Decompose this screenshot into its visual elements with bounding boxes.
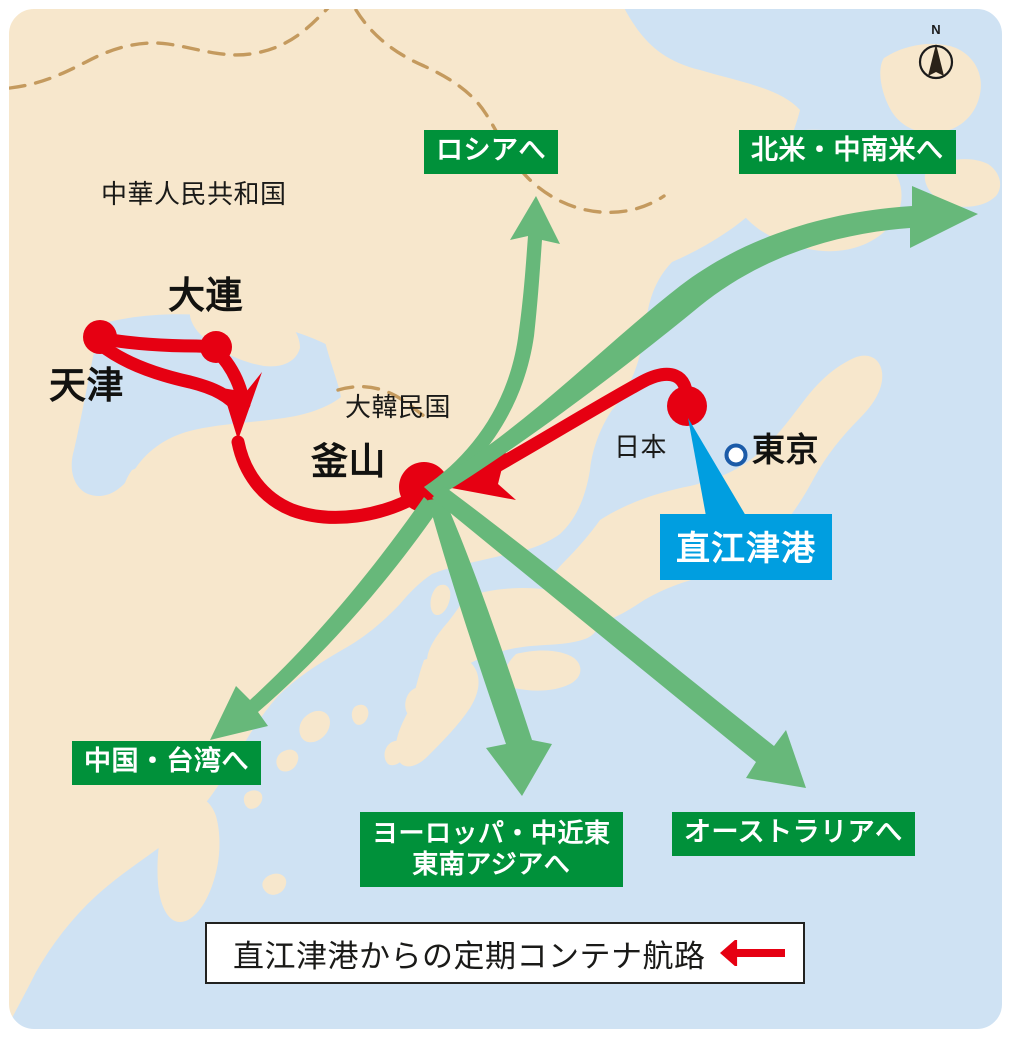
destination-chip-north-america[interactable]: 北米・中南米へ (739, 130, 956, 174)
legend-label: 直江津港からの定期コンテナ航路 (233, 938, 706, 974)
green-arrow-china-taiwan (210, 497, 438, 740)
country-label-japan: 日本 (614, 432, 668, 462)
port-callout-pointer (688, 418, 746, 516)
destination-chip-australia-line1: オーストラリアへ (684, 817, 903, 847)
land-ryukyu-3 (417, 696, 437, 715)
compass-north-icon: N (912, 22, 960, 84)
map-frame (7, 7, 1004, 1031)
route-naoetsu-busan (469, 368, 693, 485)
city-label-dalian: 大連 (168, 275, 243, 316)
country-label-korea: 大韓民国 (345, 392, 452, 422)
city-dot-dalian (200, 331, 232, 363)
land-okinawa-2 (276, 749, 299, 772)
destination-chip-europe-asia-line2: 東南アジアへ (412, 848, 571, 879)
land-amami (351, 704, 369, 725)
country-label-china: 中華人民共和国 (101, 179, 287, 209)
land-tsushima (430, 584, 451, 616)
city-dot-tianjin (83, 320, 117, 354)
arrowhead-red-bohai (222, 372, 262, 440)
green-arrow-russia (424, 196, 560, 494)
legend-arrow-wrap (706, 940, 804, 966)
destination-chip-north-america-line1: 北米・中南米へ (751, 135, 944, 165)
green-arrow-australia (432, 486, 806, 788)
land-sakishima (262, 873, 287, 895)
land-shandong-peninsula (121, 445, 353, 525)
compass-rose-glyph (918, 44, 954, 80)
land-miyako (243, 790, 263, 809)
city-label-busan: 釜山 (311, 441, 386, 482)
legend-red-left-arrow-icon (719, 940, 785, 966)
green-arrow-group (210, 186, 978, 796)
route-busan-west (231, 435, 431, 524)
port-callout-naoetsu-label: 直江津港 (676, 530, 816, 568)
destination-chip-russia-line1: ロシアへ (436, 135, 546, 165)
land-korean-peninsula (317, 188, 442, 528)
city-label-tianjin: 天津 (49, 365, 124, 406)
destination-chip-china-taiwan[interactable]: 中国・台湾へ (72, 741, 261, 785)
city-dot-tokyo (724, 443, 748, 467)
destination-chip-europe-asia[interactable]: ヨーロッパ・中近東 東南アジアへ (360, 812, 623, 888)
land-taiwan (157, 794, 220, 922)
land-sakhalin (880, 43, 981, 134)
destination-chip-europe-asia-line1: ヨーロッパ・中近東 (372, 818, 611, 848)
green-arrow-europe (428, 498, 552, 796)
port-dot-naoetsu (667, 386, 707, 426)
destination-chip-australia[interactable]: オーストラリアへ (672, 812, 915, 856)
destination-chip-china-taiwan-line1: 中国・台湾へ (84, 746, 249, 776)
green-arrow-north-america (424, 186, 978, 498)
city-label-tokyo: 東京 (752, 431, 819, 468)
land-japan-shikoku (504, 650, 581, 691)
land-liaodong-peninsula (189, 294, 300, 367)
destination-chip-russia[interactable]: ロシアへ (424, 130, 558, 174)
land-okinawa (299, 710, 330, 743)
compass-north-label: N (931, 22, 941, 37)
legend-box: 直江津港からの定期コンテナ航路 (205, 922, 805, 984)
port-callout-naoetsu[interactable]: 直江津港 (660, 514, 832, 580)
land-ryukyu-2 (384, 740, 407, 766)
land-japan-kyushu (395, 655, 479, 767)
